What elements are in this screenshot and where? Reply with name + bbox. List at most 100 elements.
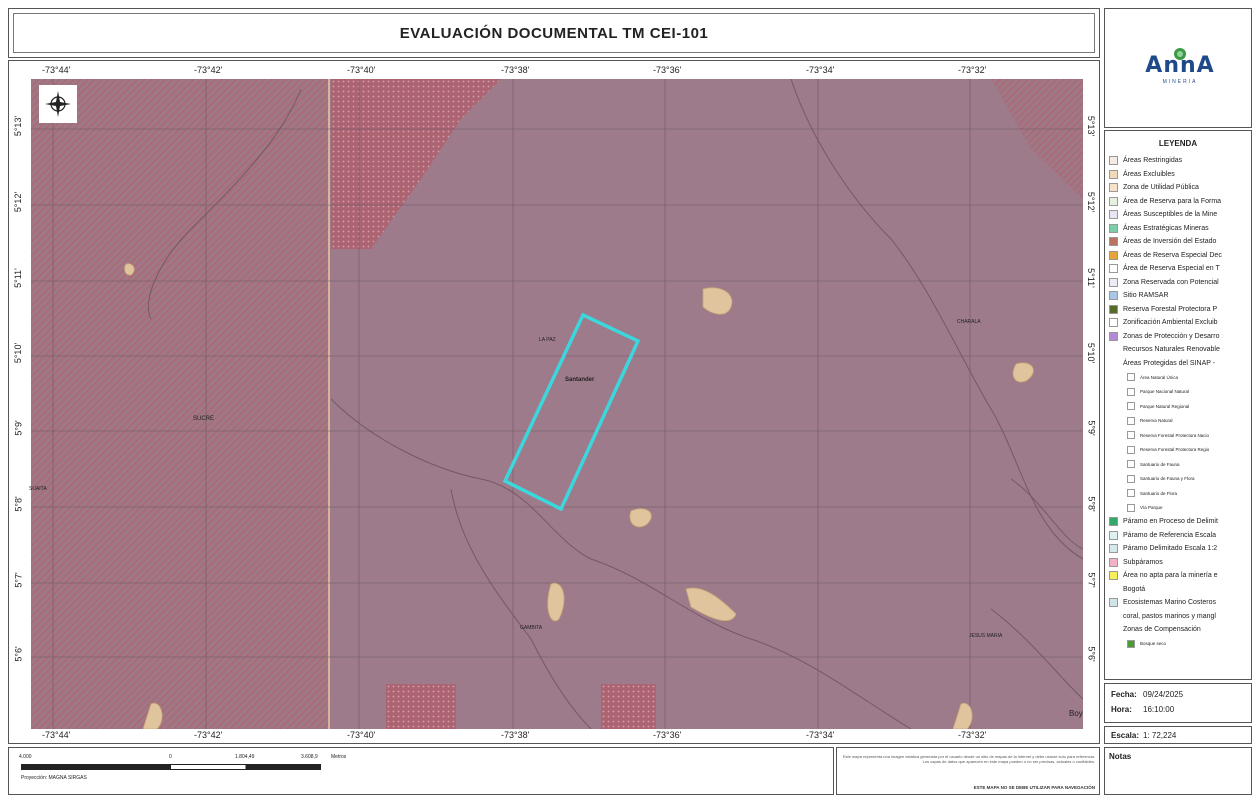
legend-label: Páramo en Proceso de Delimit <box>1123 518 1218 526</box>
logo-box: AnnA MINERIA <box>1104 8 1252 128</box>
legend-swatch <box>1109 291 1118 301</box>
legend-label: Parque Nacional Natural <box>1140 389 1190 395</box>
legend-label: Subpáramos <box>1123 558 1163 566</box>
map-frame: -73°44' -73°42' -73°40' -73°38' -73°36' … <box>8 60 1100 744</box>
legend-swatch <box>1127 373 1135 382</box>
legend-swatch <box>1127 416 1135 425</box>
place-label: SUAITA <box>29 486 47 492</box>
legend-item: Vía Parque <box>1109 501 1251 516</box>
legend-item: Ecosistemas Marino Costeros <box>1109 596 1251 610</box>
legend-item: coral, pastos marinos y mangl <box>1109 610 1251 624</box>
right-lat-label: 5°10' <box>1086 342 1097 364</box>
legend-swatch <box>1109 331 1118 341</box>
top-lon-label: -73°34' <box>806 65 835 75</box>
scale-tick: Metros <box>331 754 347 760</box>
bottom-lon-label: -73°40' <box>347 730 376 740</box>
legend-swatch <box>1127 639 1135 648</box>
bottom-lon-label: -73°34' <box>806 730 835 740</box>
legend-label: Parque Natural Regional <box>1140 403 1190 409</box>
legend-label: Reserva Forestal Protectora Regio <box>1140 447 1210 453</box>
scalebar-box: 4.000 0 1.804,49 3.608,9 Metros Proyecci… <box>8 747 834 795</box>
legend-swatch <box>1109 264 1118 274</box>
legend-item: Áreas Estratégicas Mineras <box>1109 222 1251 236</box>
title-box: EVALUACIÓN DOCUMENTAL TM CEI-101 <box>8 8 1100 58</box>
legend-label: Áreas de Reserva Especial Dec <box>1123 251 1222 259</box>
legend-item: Áreas Restringidas <box>1109 154 1251 168</box>
graticule <box>31 79 1083 729</box>
legend-item: Reserva Forestal Protectora P <box>1109 303 1251 317</box>
legend-item: Santuario de Flora <box>1109 486 1251 501</box>
legend-item: Páramo de Referencia Escala <box>1109 529 1251 543</box>
map-canvas[interactable] <box>31 79 1083 729</box>
right-lat-label: 5°8' <box>1086 496 1097 512</box>
legend-label: Áreas Estratégicas Mineras <box>1123 224 1209 232</box>
legend-label: Vía Parque <box>1140 505 1163 511</box>
legend-item: Santuario de Fauna <box>1109 457 1251 472</box>
top-lon-label: -73°44' <box>42 65 71 75</box>
restricted-area-south-1 <box>386 684 456 729</box>
legend-label: Páramo de Referencia Escala <box>1123 531 1216 539</box>
hatched-excluible-area <box>31 79 329 729</box>
legend-swatch <box>1109 530 1118 540</box>
legend-item: Reserva Forestal Protectora Nacio <box>1109 428 1251 443</box>
right-lat-label: 5°12' <box>1086 191 1097 213</box>
legend-item: Bogotá <box>1109 583 1251 597</box>
legend-label: Bosque seco <box>1140 641 1167 647</box>
legend-label: Áreas de Inversión del Estado <box>1123 238 1217 246</box>
rivers <box>147 79 1083 729</box>
left-lat-label: 5°8' <box>13 496 24 512</box>
top-lon-label: -73°40' <box>347 65 376 75</box>
place-label: GAMBITA <box>520 625 543 631</box>
legend-swatch <box>1127 445 1135 454</box>
legend-item: Áreas Protegidas del SINAP - <box>1109 357 1251 371</box>
legend-item: Áreas de Inversión del Estado <box>1109 235 1251 249</box>
legend-label: Áreas Protegidas del SINAP - <box>1123 359 1216 367</box>
agency-logo: AnnA MINERIA <box>1135 48 1225 93</box>
notes-box: Notas <box>1104 747 1252 795</box>
disclaimer-box: Este mapa representa una imagen estática… <box>836 747 1100 795</box>
map-title: EVALUACIÓN DOCUMENTAL TM CEI-101 <box>13 13 1095 53</box>
legend-label: Zona de Utilidad Pública <box>1123 184 1199 192</box>
legend-label: Áreas Excluibles <box>1123 170 1175 178</box>
legend-swatch <box>1127 474 1135 483</box>
place-label: Santander <box>565 377 595 383</box>
small-restricted-patches <box>124 263 1034 729</box>
legend-item: Área de Reserva Especial en T <box>1109 262 1251 276</box>
legend-label: Áreas Susceptibles de la Mine <box>1123 211 1218 219</box>
legend-item: Parque Natural Regional <box>1109 399 1251 414</box>
disclaimer-warning: ESTE MAPA NO SE DEBE UTILIZAR PARA NAVEG… <box>973 785 1095 790</box>
legend-item: Recursos Naturales Renovable <box>1109 343 1251 357</box>
legend-label: Zona Reservada con Potencial <box>1123 278 1219 286</box>
top-lon-label: -73°42' <box>194 65 223 75</box>
legend-swatch <box>1127 431 1135 440</box>
legend-item: Subpáramos <box>1109 556 1251 570</box>
legend-label: Áreas Restringidas <box>1123 157 1183 165</box>
legend-swatch <box>1109 183 1118 193</box>
restricted-area-north <box>331 79 501 249</box>
legend-label: Ecosistemas Marino Costeros <box>1123 599 1216 607</box>
legend-item: Reserva Forestal Protectora Regio <box>1109 443 1251 458</box>
legend-swatch <box>1127 489 1135 498</box>
legend-swatch <box>1109 237 1118 247</box>
right-lat-label: 5°9' <box>1086 420 1097 436</box>
legend-item: Páramo en Proceso de Delimit <box>1109 515 1251 529</box>
place-label: Boy <box>1069 709 1083 718</box>
hatched-area-northeast <box>991 79 1083 199</box>
projection-text: Proyección: MAGNA SIRGAS <box>21 775 87 781</box>
place-label: LA PAZ <box>539 337 556 343</box>
legend-swatch <box>1109 571 1118 581</box>
logo-subtext: MINERIA <box>1162 79 1198 85</box>
legend-label: Santuario de Fauna <box>1140 461 1180 467</box>
legend-item: Zona de Utilidad Pública <box>1109 181 1251 195</box>
left-lat-label: 5°13' <box>13 115 24 137</box>
legend-swatch <box>1109 517 1118 527</box>
legend-label: coral, pastos marinos y mangl <box>1123 612 1216 620</box>
legend-label: Bogotá <box>1123 585 1146 593</box>
top-lon-label: -73°38' <box>501 65 530 75</box>
scale-tick: 1.804,49 <box>235 754 255 760</box>
legend-label: Reserva Natural <box>1140 418 1173 424</box>
legend-label: Zonas de Compensación <box>1123 626 1201 634</box>
date-time-box: Fecha: 09/24/2025 Hora: 16:10:00 <box>1104 683 1252 723</box>
legend-label: Área Natural Única <box>1140 374 1179 380</box>
